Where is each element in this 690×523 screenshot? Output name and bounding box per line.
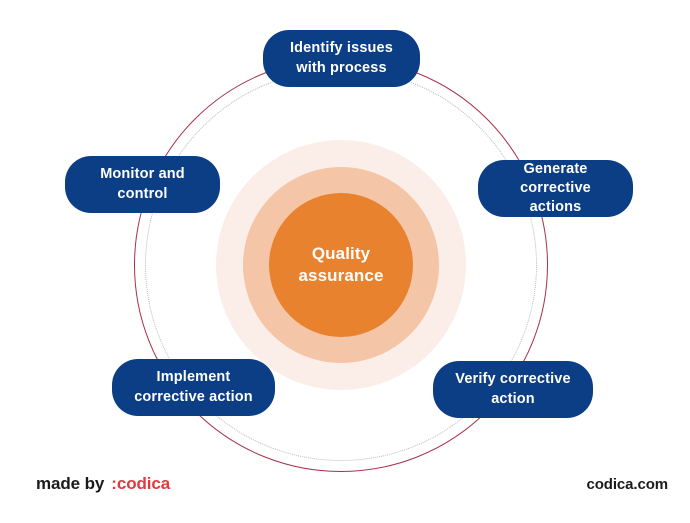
node-generate-corrective-actions[interactable]: Generate corrective actions [478, 160, 633, 217]
node-monitor-and-control[interactable]: Monitor and control [65, 156, 220, 213]
made-by-codica-logo: made by :codica [36, 474, 170, 494]
node-label: Monitor and control [100, 166, 185, 202]
website-url: codica.com [586, 476, 668, 493]
node-label: Verify corrective action [455, 371, 571, 407]
node-label: Generate corrective actions [520, 160, 591, 216]
center-label: Quality assurance [298, 243, 384, 285]
node-implement-corrective-action[interactable]: Implement corrective action [112, 359, 275, 416]
node-identify-issues-with-process[interactable]: Identify issues with process [263, 30, 420, 87]
codica-wordmark: :codica [111, 474, 171, 493]
node-label: Identify issues with process [290, 40, 393, 76]
pale-blush-disc [216, 140, 466, 390]
node-label: Implement corrective action [134, 369, 253, 405]
orange-core-disc: Quality assurance [269, 193, 413, 337]
mid-peach-disc [243, 167, 439, 363]
made-by-text: made by [36, 474, 105, 493]
node-verify-corrective-action[interactable]: Verify corrective action [433, 361, 593, 418]
